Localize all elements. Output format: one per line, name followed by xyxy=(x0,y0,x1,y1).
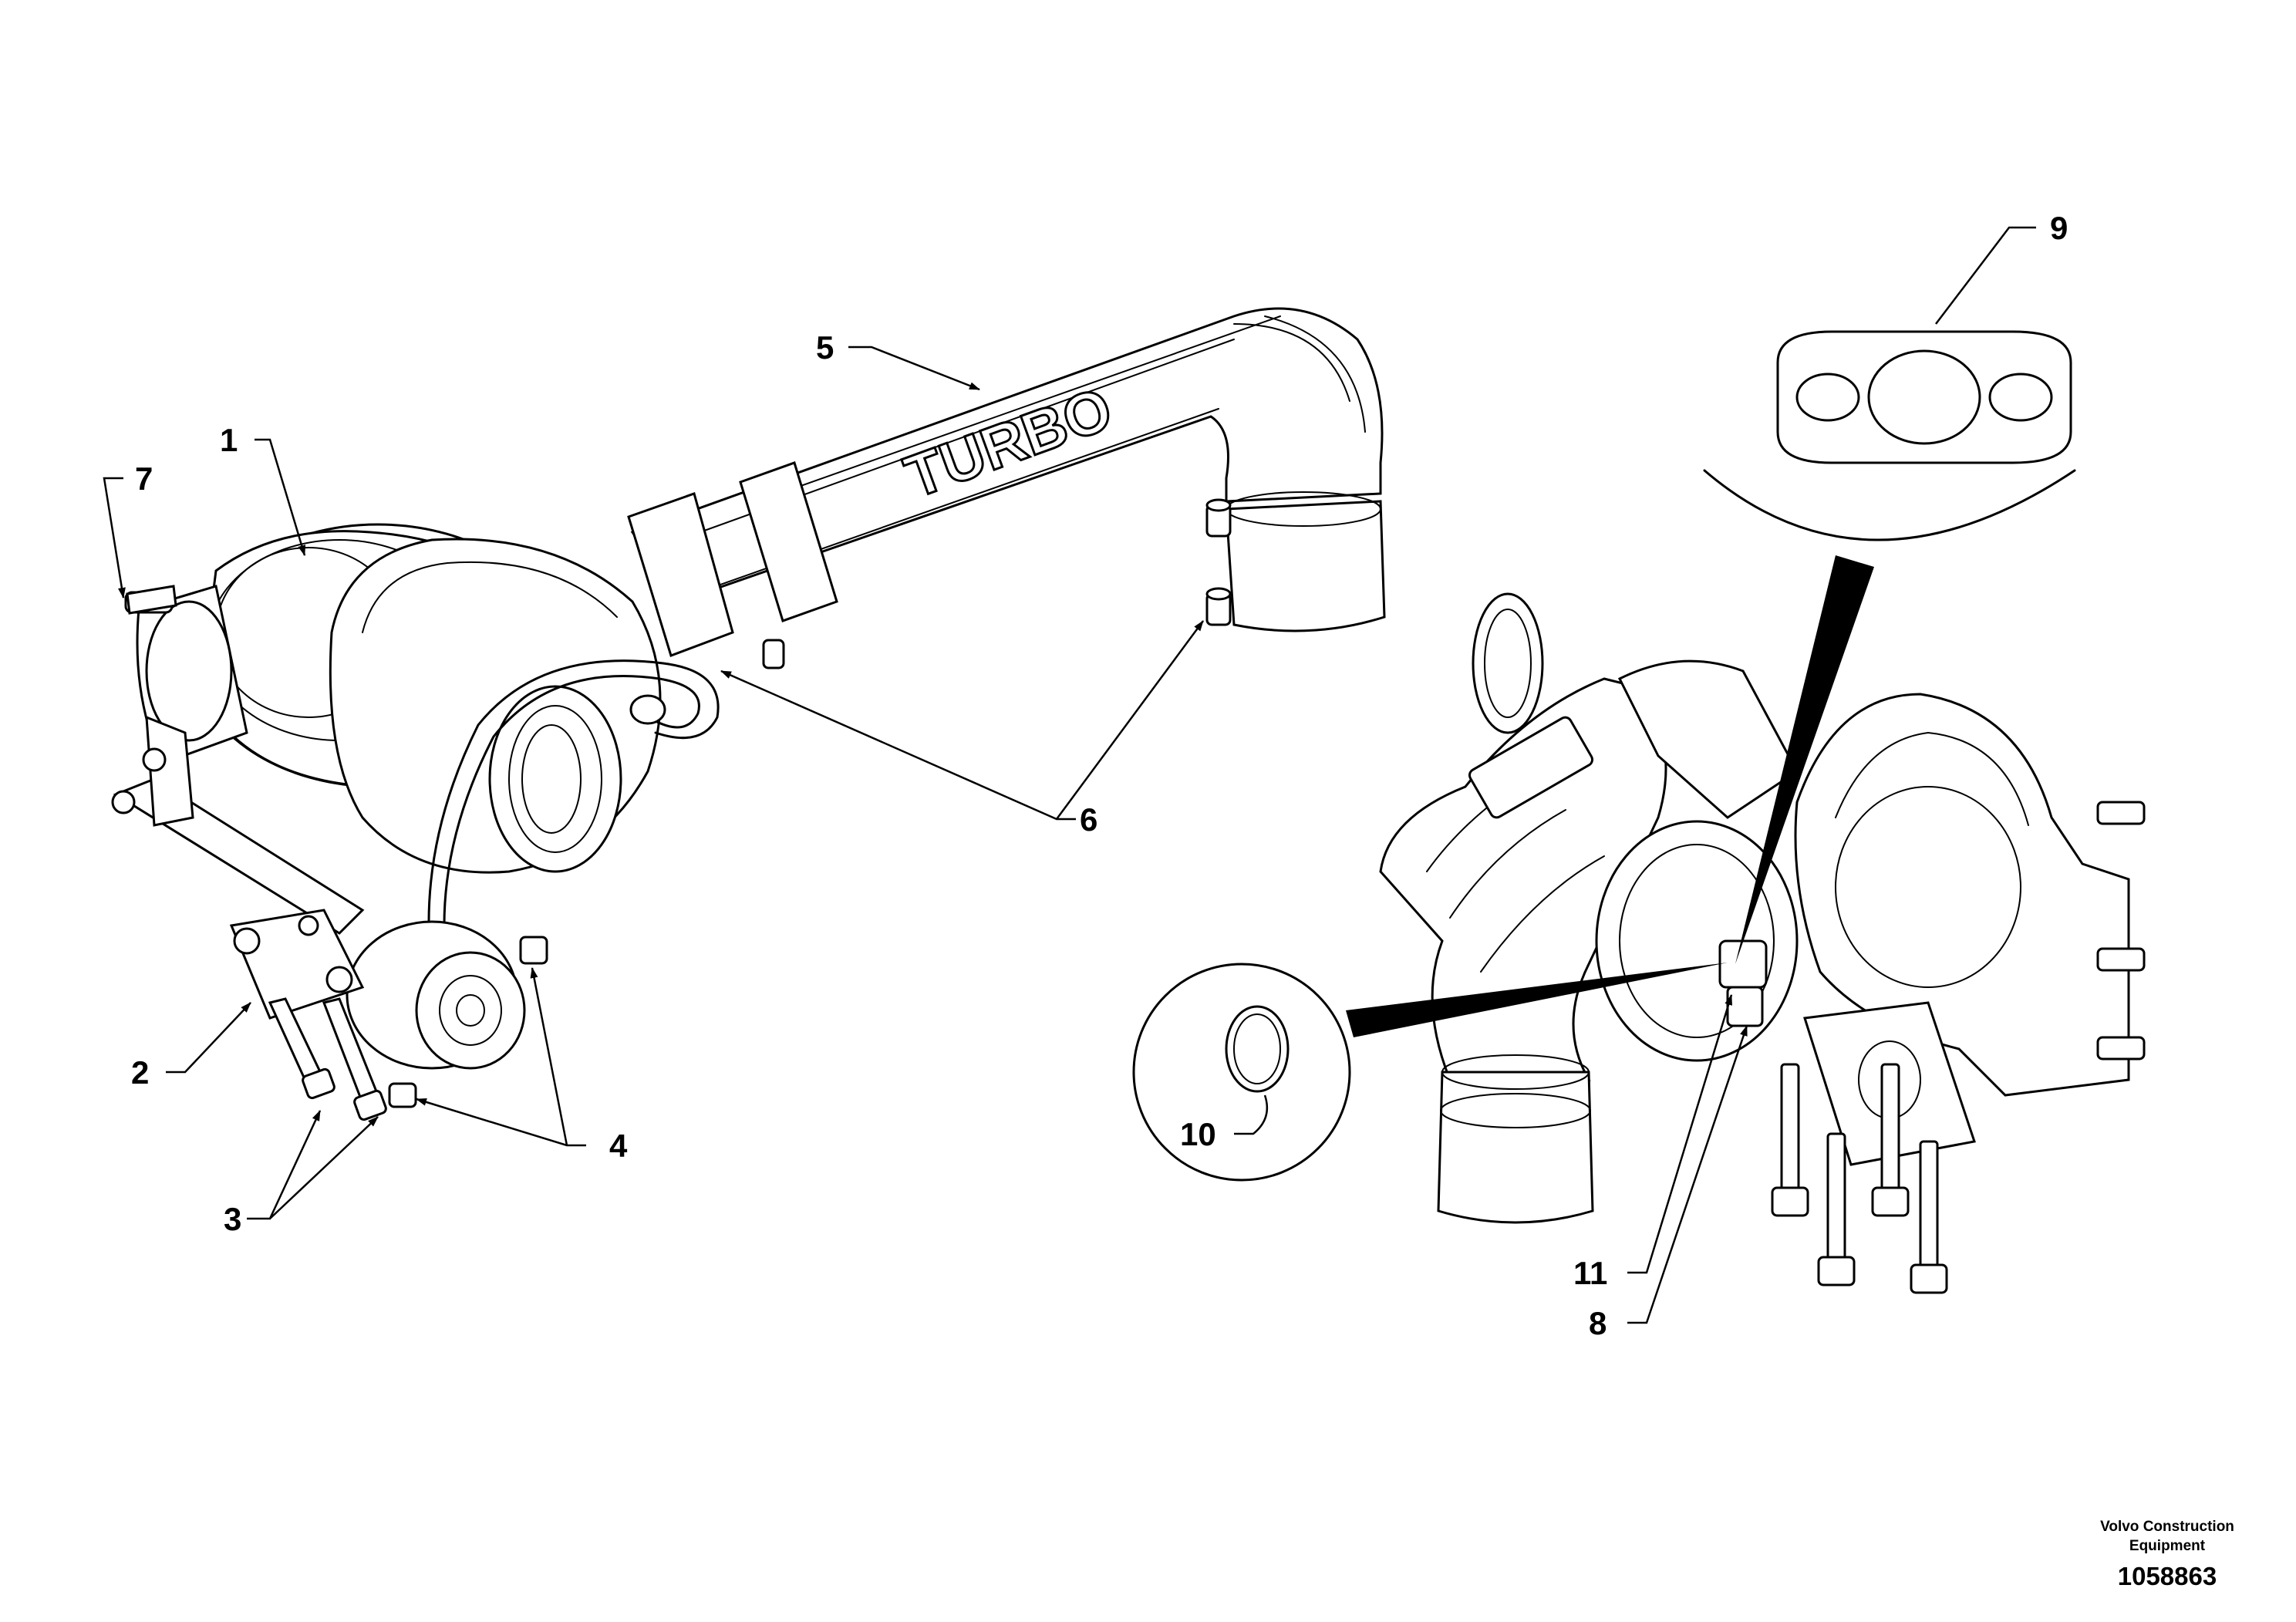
callout-1: 1 xyxy=(220,422,238,458)
mounting-flange xyxy=(229,909,365,1020)
intake-pipe: TURBO xyxy=(627,307,1386,669)
callout-10: 10 xyxy=(1180,1116,1216,1152)
actuator-bracket xyxy=(111,715,365,935)
callout-2: 2 xyxy=(131,1054,149,1091)
document-number: 1058863 xyxy=(2118,1562,2217,1590)
clamp-bolt xyxy=(1205,498,1232,538)
callout-9: 9 xyxy=(2050,210,2068,246)
oil-pipe xyxy=(427,659,720,973)
o-ring-detail xyxy=(1132,963,1728,1182)
clamp-bolt xyxy=(762,639,785,669)
turbine-housing-right xyxy=(1794,693,2146,1097)
flange-bolt-right xyxy=(1771,1063,1809,1217)
callout-3: 3 xyxy=(224,1201,241,1237)
detail-pointer xyxy=(1735,555,1874,964)
brand-line-1: Volvo Construction xyxy=(2100,1519,2234,1535)
detail-pointer xyxy=(1346,963,1728,1037)
flange-bolt-right xyxy=(1871,1063,1910,1217)
gasket-detail xyxy=(1703,330,2076,964)
callout-7: 7 xyxy=(135,460,153,497)
wastegate-actuator xyxy=(346,920,526,1070)
turbocharger-assembly-right xyxy=(1379,592,2146,1294)
turbocharger-assembly-left: TURBO xyxy=(111,307,1386,1121)
center-housing xyxy=(1472,592,1799,1062)
callout-4: 4 xyxy=(609,1128,628,1164)
brand-line-2: Equipment xyxy=(2129,1538,2206,1554)
outlet-elbow xyxy=(1379,677,1667,1224)
stud xyxy=(126,585,177,615)
flange-bolt xyxy=(268,997,335,1100)
callout-leaders xyxy=(103,226,2036,1324)
nut xyxy=(388,1082,417,1108)
pipe-lettering-turbo: TURBO xyxy=(896,374,1121,511)
callout-11: 11 xyxy=(1573,1255,1607,1291)
callout-6: 6 xyxy=(1080,801,1097,838)
flange-bolt-right xyxy=(1910,1140,1948,1294)
nut xyxy=(519,936,548,965)
flange-bolt-right xyxy=(1817,1132,1856,1286)
o-ring xyxy=(1225,1005,1290,1093)
clamp-bolt xyxy=(1205,587,1232,626)
callout-5: 5 xyxy=(816,329,834,366)
callout-8: 8 xyxy=(1589,1305,1607,1341)
flange-bolt xyxy=(322,997,387,1121)
